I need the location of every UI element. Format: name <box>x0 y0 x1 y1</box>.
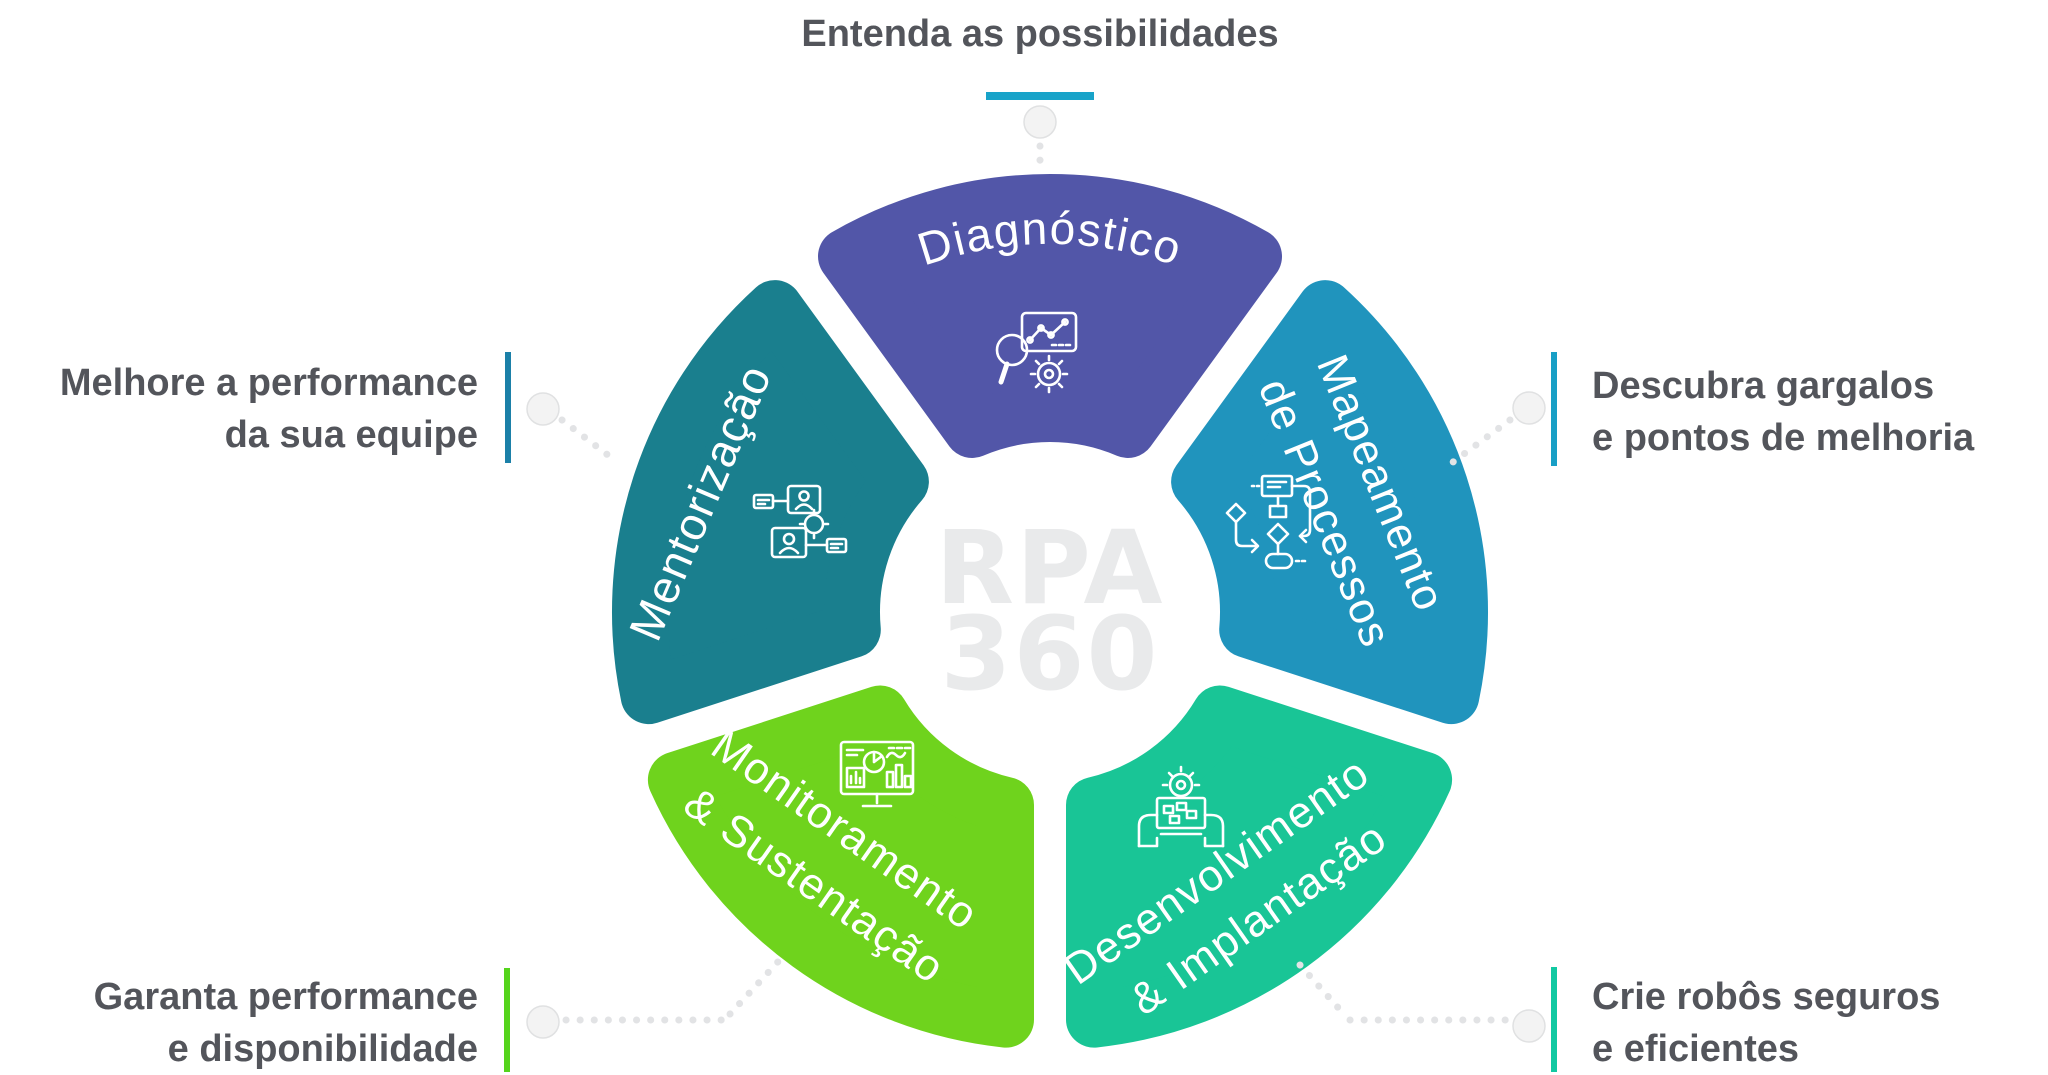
accent-bar-right <box>1551 352 1557 466</box>
callout-bottom-right: Crie robôs seguros e eficientes <box>1592 971 1940 1075</box>
video-mentoring-icon <box>752 484 848 559</box>
callout-right-line2: e pontos de melhoria <box>1592 417 1975 459</box>
magnifier-analytics-gear-icon <box>995 311 1078 394</box>
dotted-connectors <box>526 105 1546 1043</box>
wheel-segment-desenvolvimento <box>1066 685 1453 1048</box>
connector-left <box>558 416 621 466</box>
connector-endpoint-top <box>1023 105 1057 139</box>
accent-bar-bottom-right <box>1551 967 1557 1072</box>
connector-endpoint-left <box>526 392 560 426</box>
connector-right <box>1445 416 1514 469</box>
accent-bar-left <box>505 352 511 463</box>
wheel-segment-diagnostico <box>818 174 1282 458</box>
callout-right-line1: Descubra gargalos <box>1592 365 1935 407</box>
wheel-segment-monitoramento <box>647 685 1034 1048</box>
callout-left: Melhore a performance da sua equipe <box>60 357 478 461</box>
connector-endpoint-right <box>1512 391 1546 425</box>
callout-bottom-right-line2: e eficientes <box>1592 1028 1799 1070</box>
connector-bottom-left-d <box>726 949 790 1018</box>
wheel-segment-mapeamento <box>1171 280 1489 725</box>
callout-accent-bars <box>504 92 1557 1072</box>
callout-bottom-left: Garanta performance e disponibilidade <box>94 971 478 1075</box>
callout-top: Entenda as possibilidades <box>740 8 1340 60</box>
callout-bottom-left-line1: Garanta performance <box>93 976 478 1018</box>
wheel-segments <box>611 174 1489 1048</box>
robot-assembly-icon <box>1137 765 1225 848</box>
accent-bar-bottom-left <box>504 968 510 1072</box>
callout-top-text: Entenda as possibilidades <box>801 13 1279 55</box>
wheel-segment-mentorizacao <box>611 280 929 725</box>
connector-endpoint-bottom-right <box>1512 1009 1546 1043</box>
center-title: RPA 360 <box>850 509 1250 714</box>
connector-bottom-right-d <box>1296 961 1346 1016</box>
monitor-dashboard-icon <box>839 740 915 808</box>
center-title-line2: 360 <box>940 595 1160 714</box>
flowchart-icon <box>1225 474 1312 570</box>
callout-left-line1: Melhore a performance <box>59 362 478 404</box>
accent-underline-top <box>986 92 1094 100</box>
callout-bottom-left-line2: e disponibilidade <box>167 1028 478 1070</box>
callout-left-line2: da sua equipe <box>224 414 478 456</box>
callout-bottom-right-line1: Crie robôs seguros <box>1592 976 1941 1018</box>
connector-endpoint-bottom-left <box>526 1005 560 1039</box>
center-title-line1: RPA <box>935 509 1165 628</box>
callout-right: Descubra gargalos e pontos de melhoria <box>1592 360 1974 464</box>
